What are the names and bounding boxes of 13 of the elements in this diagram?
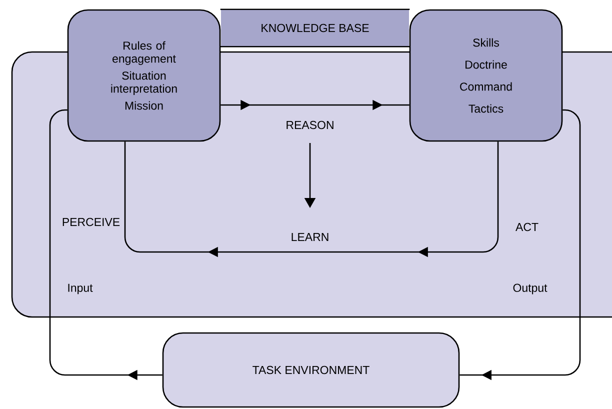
knowledge-base-band: KNOWLEDGE BASE xyxy=(220,8,410,48)
knowledge-box: Rules of engagement Situation interpretation Mission xyxy=(67,9,221,142)
arrow xyxy=(460,109,581,380)
flow-label: Output xyxy=(513,284,548,294)
arrow xyxy=(124,142,499,258)
flow-label: REASON xyxy=(286,120,334,130)
arrow xyxy=(49,109,162,380)
flow-label: ACT xyxy=(516,222,538,232)
environment-box: TASK ENVIRONMENT xyxy=(162,332,460,408)
flow-label: PERCEIVE xyxy=(62,218,120,226)
knowledge-box: Skills Doctrine Command Tactics xyxy=(409,9,563,142)
flow-label: LEARN xyxy=(292,233,328,241)
flow-label: Input xyxy=(68,284,93,294)
